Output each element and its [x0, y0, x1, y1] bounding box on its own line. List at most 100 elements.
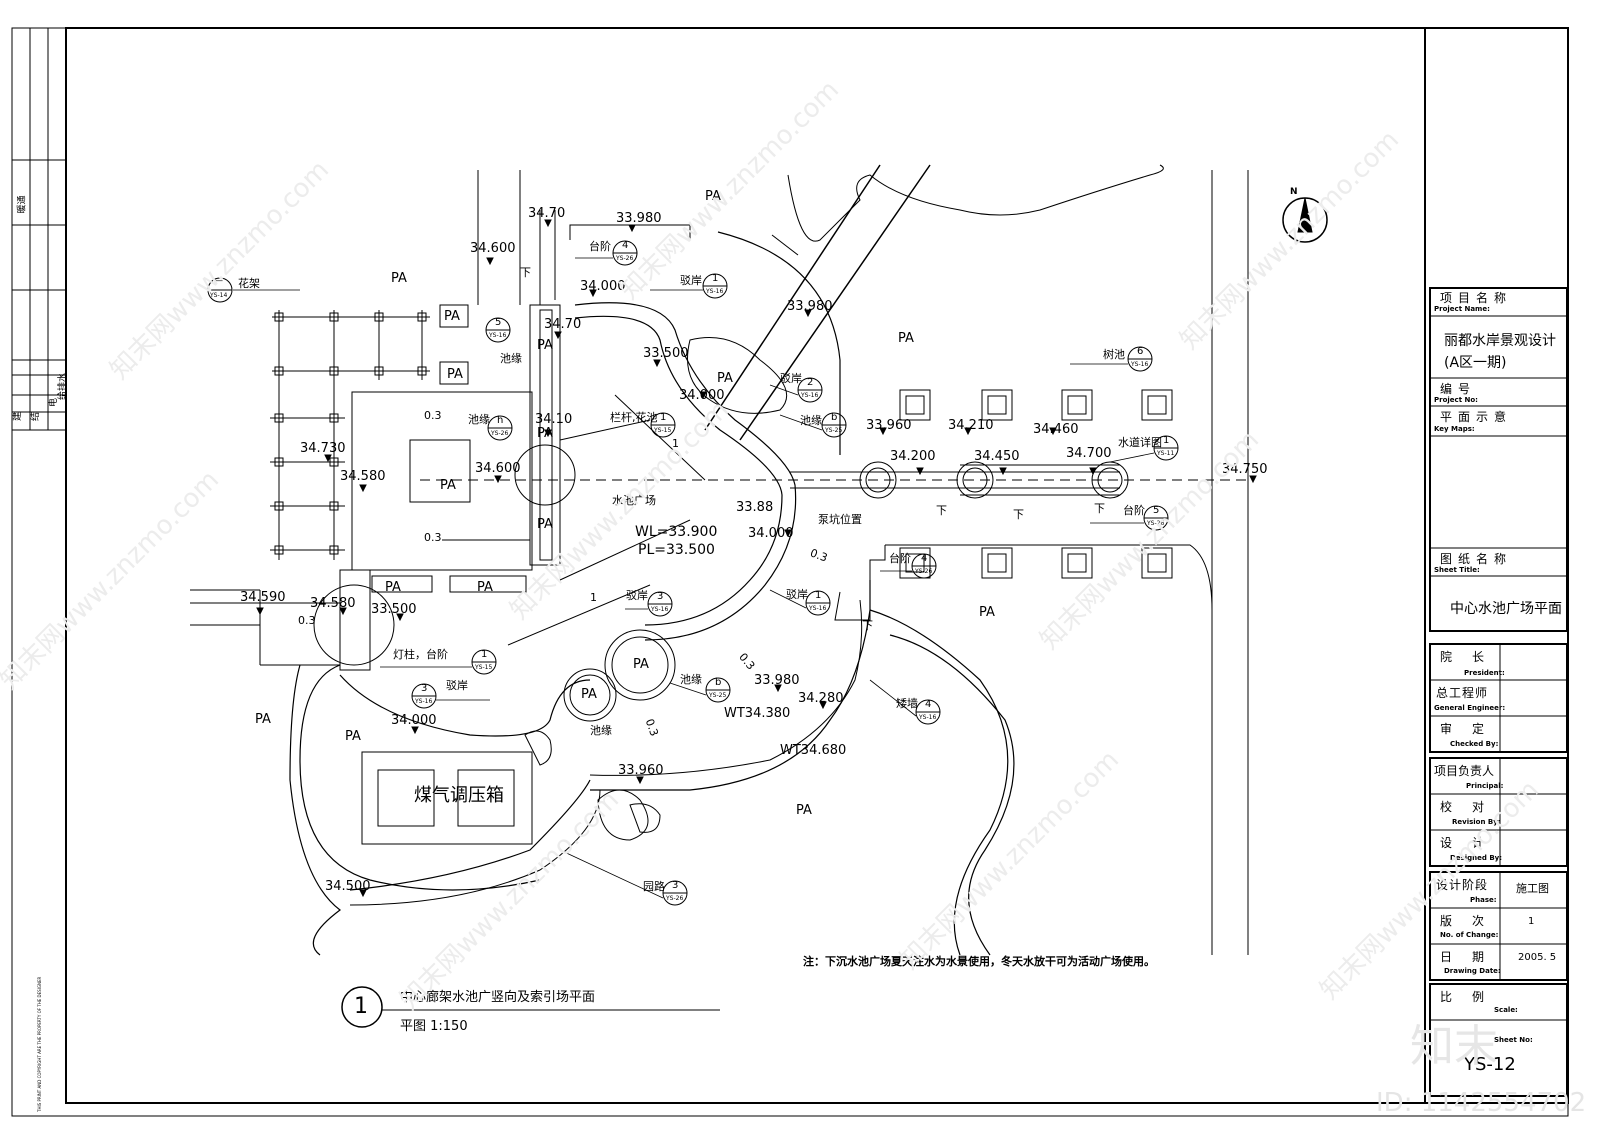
tb-sheetno-en: Sheet No:	[1494, 1036, 1533, 1044]
pool-wl: WL=33.900	[635, 524, 718, 540]
symbol-sheet: YS-26	[915, 568, 933, 575]
title-block-lines	[1429, 287, 1568, 1097]
symbol-sheet: YS-16	[809, 605, 827, 612]
tb-revision-en: Revision By:	[1452, 818, 1501, 826]
pool-label: 水池广场	[612, 494, 656, 507]
tb-designed-cn: 设计	[1440, 836, 1505, 850]
symbol-sheet: YS-11	[1157, 450, 1175, 457]
tb-change-value: 1	[1528, 916, 1535, 927]
symbol-number: 1	[660, 412, 667, 423]
symbol-sheet: YS-16	[919, 714, 937, 721]
symbol-sheet: YS-15	[654, 427, 672, 434]
tb-scale-cn: 比例	[1440, 990, 1505, 1004]
elevation: 33.500	[643, 346, 689, 361]
symbol-number: 3	[672, 880, 679, 891]
elevation: WT34.680	[780, 743, 847, 758]
elevation: 34.730	[300, 441, 346, 456]
tb-sheetno-value: YS-12	[1464, 1054, 1516, 1075]
symbol-number: 1	[481, 649, 488, 660]
tb-chief-cn: 总工程师	[1436, 686, 1489, 700]
pa-label: PA	[705, 189, 721, 204]
tb-checked-en: Checked By:	[1450, 740, 1499, 748]
elevation: 34.280	[798, 691, 844, 706]
caption-scale: 平图 1:150	[400, 1019, 468, 1034]
tb-revision-cn: 校对	[1440, 800, 1505, 814]
label-boan: 驳岸	[626, 589, 648, 602]
pa-label: PA	[581, 687, 597, 702]
elevation: 33.960	[618, 763, 664, 778]
symbol-number: 5	[1153, 505, 1160, 516]
label-dengzhu: 灯柱，台阶	[393, 648, 448, 661]
symbol-sheet: YS-26	[616, 255, 634, 262]
symbol-sheet: YS-26	[1147, 520, 1165, 527]
symbol-sheet: YS-25	[825, 427, 843, 434]
elevation: WT34.380	[724, 706, 791, 721]
label-taijie: 台阶	[1123, 504, 1145, 517]
symbol-number: b	[831, 412, 838, 423]
caption-number: 1	[354, 994, 368, 1019]
label-boan: 驳岸	[680, 274, 702, 287]
tb-project-value2: (A区一期)	[1444, 355, 1507, 371]
symbol-sheet: YS-16	[651, 606, 669, 613]
tb-principal-en: Principal:	[1466, 782, 1504, 790]
plan-note: 注：下沉水池广场夏天注水为水景使用，冬天水放干可为活动广场使用。	[803, 955, 1155, 968]
elevation: 34.210	[948, 418, 994, 433]
strip-note: THIS PRINT AND COPYRIGHT ARE THE PROPERT…	[37, 976, 42, 1112]
watermark-id: ID: 1142554702	[1376, 1088, 1587, 1118]
pa-label: PA	[633, 657, 649, 672]
slope-label: 0.3	[424, 409, 442, 422]
tb-change-en: No. of Change:	[1440, 931, 1499, 939]
pa-label: PA	[717, 371, 733, 386]
pa-label: PA	[444, 309, 460, 324]
elevation: 34.200	[890, 449, 936, 464]
pump-label: 泵坑位置	[818, 513, 862, 526]
symbol-sheet: YS-15	[475, 664, 493, 671]
tb-checked-cn: 审定	[1440, 722, 1505, 736]
label-chiyuan: 池缘	[800, 414, 822, 427]
elevation: 34.000	[391, 713, 437, 728]
symbol-number: 2	[807, 377, 814, 388]
label-shuidao: 水道详图	[1118, 436, 1162, 449]
elevation: 34.450	[974, 449, 1020, 464]
tb-phase-en: Phase:	[1470, 896, 1497, 904]
tb-keymap-cn: 平面示意	[1440, 410, 1513, 424]
elevation: 34.750	[1222, 462, 1268, 477]
pa-label: PA	[537, 517, 553, 532]
pa-label: PA	[898, 331, 914, 346]
north-label: N	[1290, 187, 1298, 197]
pa-label: PA	[255, 712, 271, 727]
symbol-sheet: YS-26	[666, 895, 684, 902]
symbol-number: h	[497, 415, 504, 426]
elevation: 34.10	[535, 412, 573, 427]
symbol-number: 4	[925, 699, 932, 710]
elevation: 34.70	[528, 206, 566, 221]
elevation: 33.980	[754, 673, 800, 688]
symbol-number: 4	[622, 240, 629, 251]
pa-label: PA	[477, 580, 493, 595]
strip-item-arch: 建	[13, 411, 24, 422]
symbol-sheet: YS-16	[1131, 361, 1149, 368]
elevation: 33.980	[616, 211, 662, 226]
tb-phase-cn: 设计阶段	[1436, 878, 1489, 892]
pa-label: PA	[440, 478, 456, 493]
elevation: 33.960	[866, 418, 912, 433]
label-shuchi: 树池	[1103, 348, 1125, 361]
elevation: 34.500	[325, 879, 371, 894]
tb-number-cn: 编号	[1440, 382, 1477, 396]
label-boan: 驳岸	[446, 679, 468, 692]
symbol-number: b	[715, 677, 722, 688]
elevation: 34.000	[748, 526, 794, 541]
symbol-number: 6	[1137, 346, 1144, 357]
label-chiyuan: 池缘	[500, 352, 522, 365]
tb-date-cn: 日期	[1440, 950, 1505, 964]
symbol-number: 3	[657, 591, 664, 602]
gas-box-label: 煤气调压箱	[414, 785, 504, 806]
strip-item-hvac: 暖通	[17, 195, 28, 214]
tb-project-name-cn: 项目名称	[1440, 291, 1513, 305]
tb-designed-en: Designed By:	[1450, 854, 1503, 862]
elevation: 34.580	[340, 469, 386, 484]
symbol-sheet: YS-14	[210, 292, 228, 299]
symbol-sheet: YS-26	[491, 430, 509, 437]
tb-scale-en: Scale:	[1494, 1006, 1518, 1014]
